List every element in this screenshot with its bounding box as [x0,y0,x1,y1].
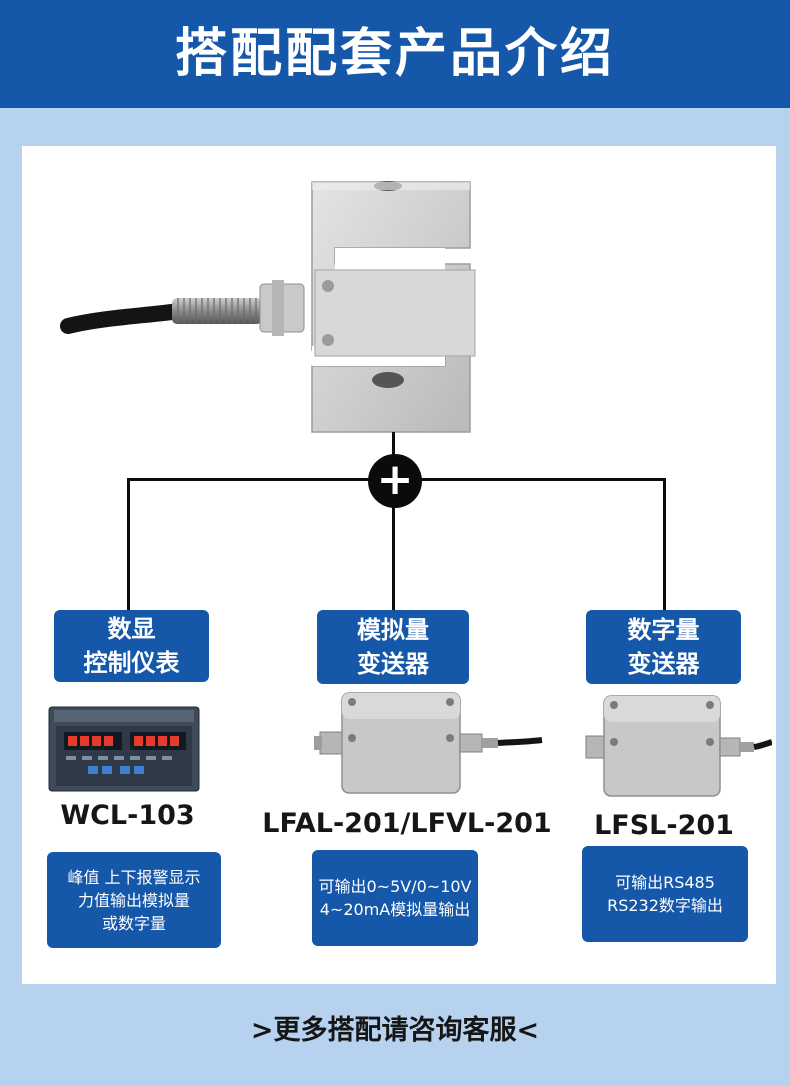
category-digital-transmitter: 数字量 变送器 [586,610,741,684]
model-label-lfal-lfvl-201: LFAL-201/LFVL-201 [262,808,552,839]
category-label-line1: 数字量 [627,616,700,644]
description-line: 4~20mA模拟量输出 [319,900,471,919]
page-title: 搭配配套产品介绍 [174,24,615,84]
model-label-lfsl-201: LFSL-201 [594,810,734,841]
description-digital-transmitter: 可输出RS485 RS232数字输出 [582,846,748,942]
description-line: 峰值 上下报警显示 [67,867,201,887]
description-line: RS232数字输出 [607,896,723,915]
analog-transmitter-box-image [314,692,543,794]
category-display-controller: 数显 控制仪表 [54,610,209,682]
right-branch-line [663,478,666,611]
left-branch-line [127,478,130,611]
category-label-line1: 数显 [107,615,156,643]
description-analog-transmitter: 可输出0~5V/0~10V 4~20mA模拟量输出 [312,850,478,946]
category-label-line1: 模拟量 [357,616,429,644]
s-type-load-cell-image [60,181,476,433]
description-line: 可输出0~5V/0~10V [318,877,472,896]
category-analog-transmitter: 模拟量 变送器 [317,610,469,684]
footer-consult-text: >更多搭配请咨询客服< [250,1015,540,1046]
category-label-line2: 控制仪表 [83,649,180,677]
plus-icon: + [368,454,422,508]
model-label-wcl-103: WCL-103 [60,800,195,831]
category-label-line2: 变送器 [627,650,700,678]
display-controller-image [48,706,200,792]
description-line: 可输出RS485 [615,873,715,892]
digital-transmitter-box-image [585,695,772,797]
category-label-line2: 变送器 [357,650,429,678]
description-line: 或数字量 [101,913,166,933]
description-display-controller: 峰值 上下报警显示 力值输出模拟量 或数字量 [47,852,221,948]
header-banner: 搭配配套产品介绍 [0,0,790,108]
center-branch-line [392,506,395,611]
description-line: 力值输出模拟量 [77,890,190,910]
vertical-connector-top [392,432,395,458]
